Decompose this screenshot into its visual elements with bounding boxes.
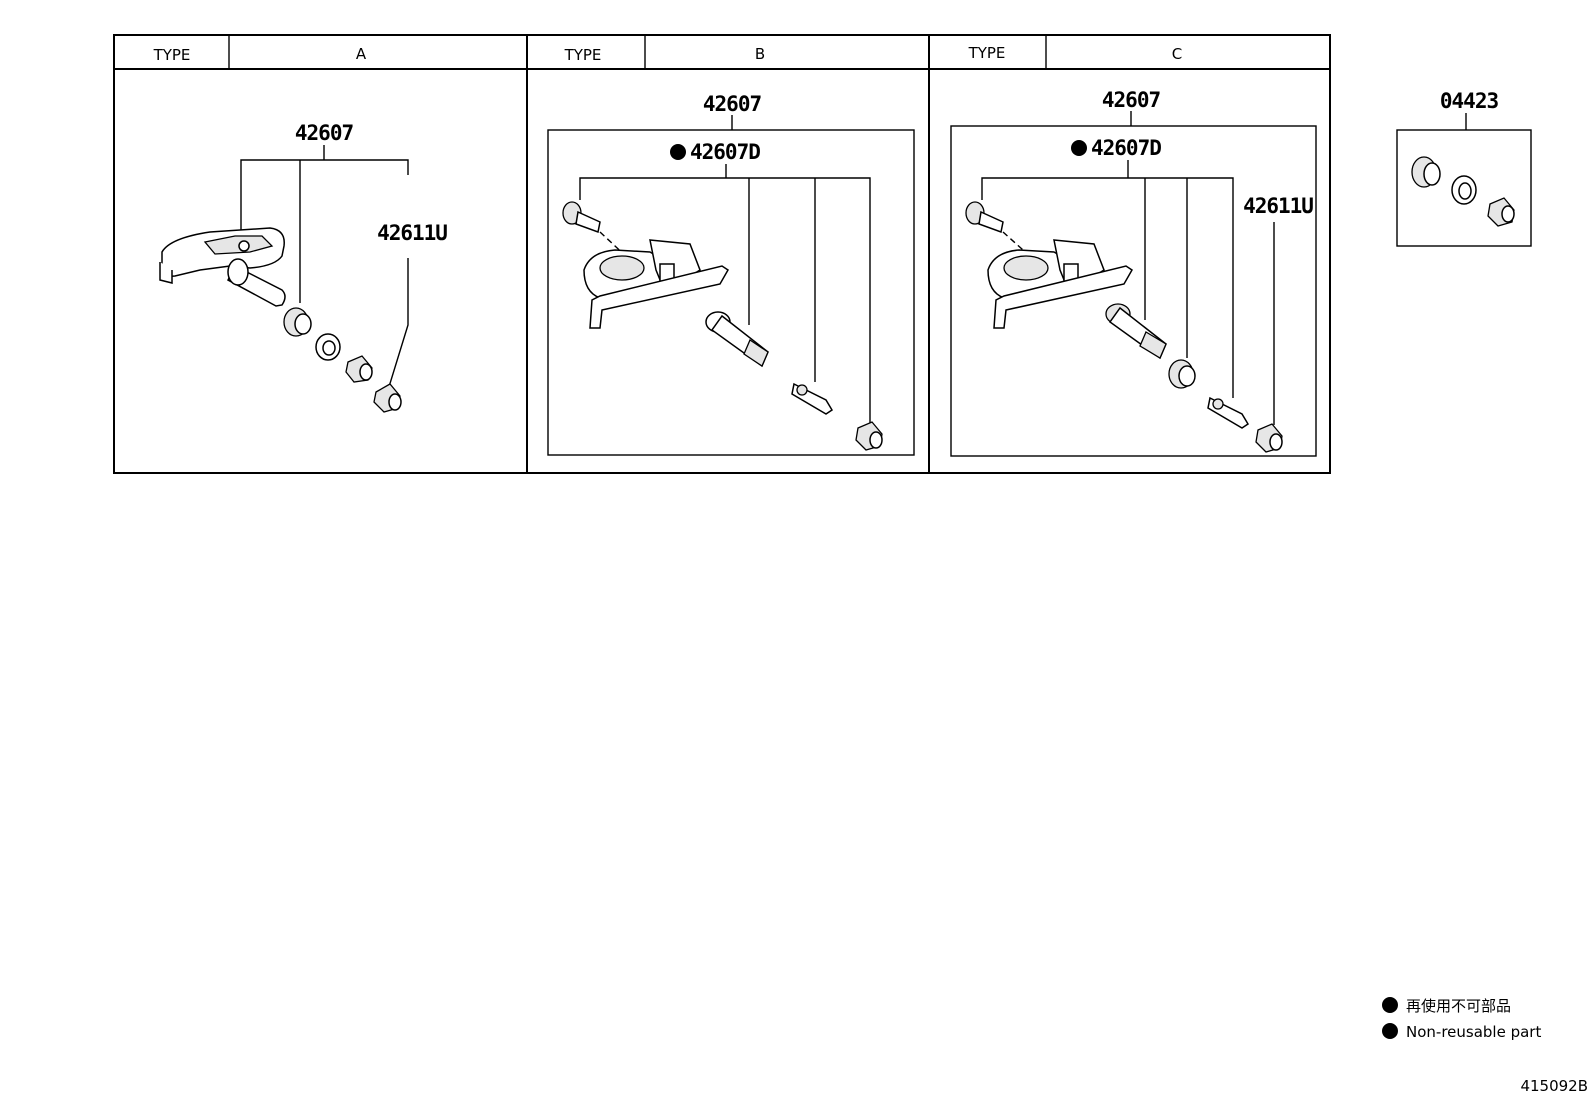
- type-b-valve-stem-illustration: [705, 311, 769, 368]
- type-b-non-reusable-mark: [670, 144, 686, 160]
- type-b-cap-illustration: [855, 421, 883, 451]
- type-c-value: C: [1172, 45, 1182, 63]
- type-a-cap-illustration: [373, 383, 402, 413]
- type-b-sensor-illustration: [583, 239, 729, 329]
- type-c-valve-stem-illustration: [1105, 303, 1167, 360]
- kit-grommet-illustration: [1411, 156, 1441, 188]
- legend-mark-en: [1382, 1023, 1398, 1039]
- type-c-sensor-illustration: [987, 239, 1133, 329]
- kit-part-number: 04423: [1440, 89, 1499, 113]
- type-b-assembly-box: [547, 129, 915, 456]
- type-b-valve-core-illustration: [791, 382, 834, 415]
- type-c-main-part-number: 42607: [1102, 88, 1161, 112]
- type-c-grommet-illustration: [1168, 359, 1196, 389]
- legend-text-jp: 再使用不可部品: [1406, 997, 1511, 1015]
- diagram-code: 415092B: [1520, 1077, 1588, 1095]
- kit-nut-illustration: [1487, 197, 1515, 227]
- type-table-frame: [113, 34, 1331, 474]
- legend-mark-jp: [1382, 997, 1398, 1013]
- type-c-assembly-box: [950, 125, 1317, 457]
- type-c-sub-part-number: 42607D: [1091, 136, 1161, 160]
- type-c-label: TYPE: [968, 44, 1006, 62]
- legend-text-en: Non-reusable part: [1406, 1023, 1541, 1041]
- type-b-main-part-number: 42607: [703, 92, 762, 116]
- type-a-section: 42607 42611U: [159, 121, 448, 413]
- kit-section: 04423: [1396, 89, 1532, 247]
- type-b-section: 42607 42607D: [547, 92, 915, 456]
- type-a-value: A: [356, 45, 367, 63]
- type-b-sub-part-number: 42607D: [690, 140, 760, 164]
- kit-box: [1396, 129, 1532, 247]
- type-a-nut-illustration: [345, 355, 373, 383]
- type-a-washer-illustration: [315, 333, 341, 361]
- type-b-label: TYPE: [564, 46, 602, 64]
- type-a-main-part-number: 42607: [295, 121, 354, 145]
- type-c-extra-part-number: 42611U: [1243, 194, 1313, 218]
- legend: 再使用不可部品 Non-reusable part: [1382, 997, 1541, 1041]
- type-c-valve-core-illustration: [1207, 396, 1250, 429]
- type-b-value: B: [755, 45, 765, 63]
- type-a-sensor-illustration: [159, 227, 286, 307]
- type-c-non-reusable-mark: [1071, 140, 1087, 156]
- type-a-label: TYPE: [153, 46, 191, 64]
- type-c-cap-illustration: [1255, 423, 1283, 453]
- type-a-grommet-illustration: [283, 307, 312, 337]
- type-a-extra-part-number: 42611U: [377, 221, 447, 245]
- kit-washer-illustration: [1451, 175, 1477, 205]
- type-c-section: 42607 42607D 42611U: [950, 88, 1317, 457]
